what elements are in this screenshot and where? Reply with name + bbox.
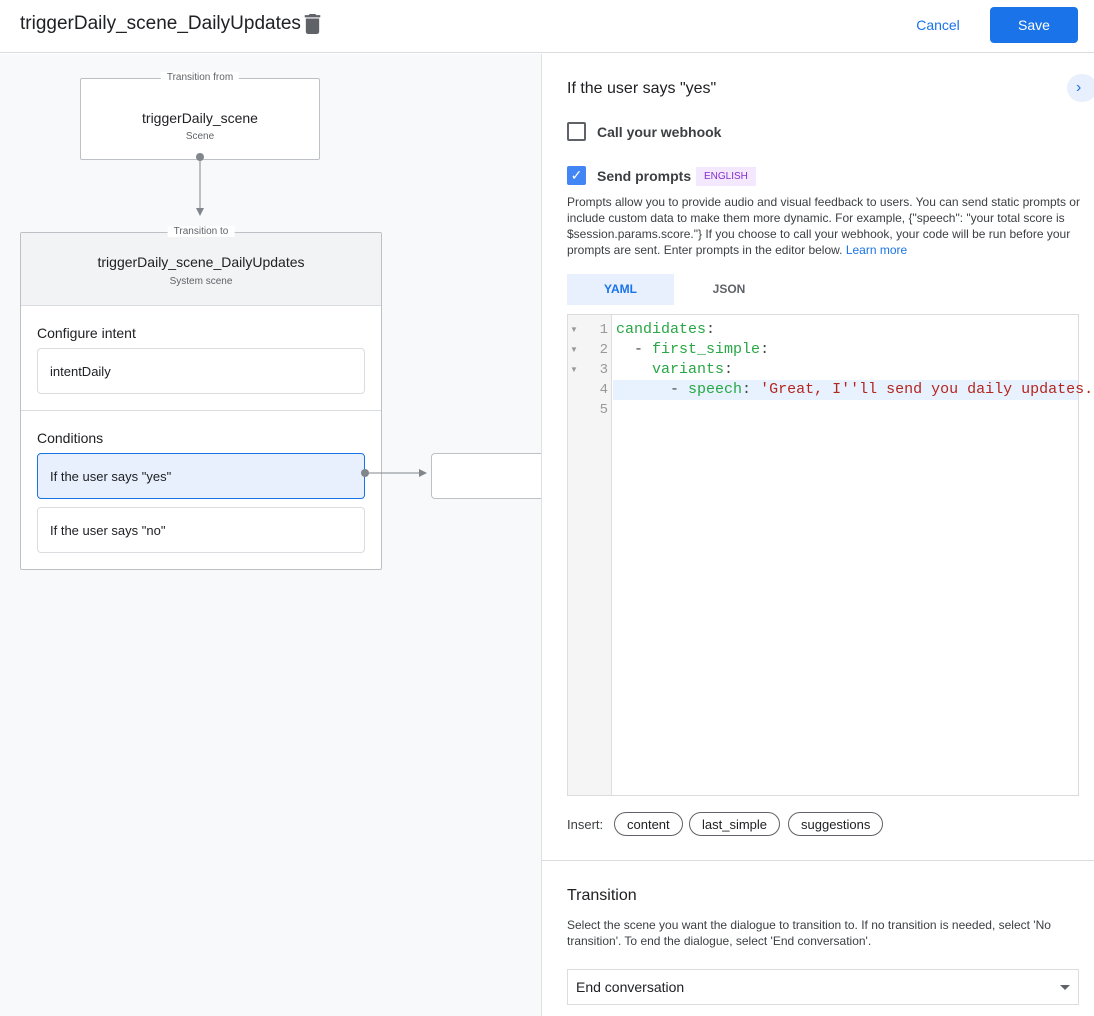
description-text: Prompts allow you to provide audio and v… (567, 195, 1080, 257)
selected-value: End conversation (576, 979, 685, 995)
webhook-checkbox[interactable] (567, 122, 586, 141)
learn-more-link[interactable]: Learn more (845, 243, 908, 257)
save-button[interactable]: Save (990, 7, 1078, 43)
fold-icons[interactable]: ▼▼▼ (570, 325, 578, 374)
code-line: - first_simple: (634, 341, 770, 358)
transition-from-node[interactable]: triggerDaily_scene Scene (80, 78, 320, 160)
details-panel: › If the user says "yes" Call your webho… (541, 54, 1094, 1016)
condition-no[interactable]: If the user says "no" (37, 507, 365, 553)
insert-chip-suggestions[interactable]: suggestions (788, 812, 884, 836)
connector-arrow (196, 153, 204, 216)
insert-chip-content[interactable]: content (614, 812, 683, 836)
scene-header[interactable]: triggerDaily_scene_DailyUpdates System s… (21, 233, 381, 306)
cancel-button[interactable]: Cancel (900, 8, 976, 42)
insert-label: Insert: (567, 817, 604, 832)
send-prompts-label: Send prompts (597, 168, 692, 184)
language-badge: ENGLISH (696, 167, 756, 186)
panel-title: If the user says "yes" (567, 80, 717, 97)
webhook-label: Call your webhook (597, 124, 722, 140)
to-scene-name: triggerDaily_scene_DailyUpdates (97, 254, 305, 270)
page-title: triggerDaily_scene_DailyUpdates (20, 13, 301, 34)
flow-canvas[interactable]: triggerDaily_scene Scene Transition from… (0, 54, 546, 1016)
transition-heading: Transition (567, 887, 637, 904)
from-scene-name: triggerDaily_scene (142, 110, 258, 126)
transition-to-node: triggerDaily_scene_DailyUpdates System s… (20, 232, 382, 570)
top-bar: triggerDaily_scene_DailyUpdates Cancel S… (0, 0, 1094, 53)
transition-to-label: Transition to (167, 226, 235, 237)
tab-json[interactable]: JSON (712, 282, 746, 296)
prompts-description: Prompts allow you to provide audio and v… (567, 194, 1082, 258)
target-scene-node[interactable] (431, 453, 546, 499)
divider (21, 410, 381, 411)
active-line-highlight (613, 380, 1078, 400)
from-scene-type: Scene (185, 131, 215, 142)
code-line: - speech: 'Great, I''ll send you daily u… (670, 381, 1094, 398)
code-line: candidates: (616, 321, 716, 338)
configure-intent-heading: Configure intent (37, 325, 136, 341)
transition-select[interactable]: End conversation (567, 969, 1079, 1005)
to-scene-type: System scene (169, 276, 233, 287)
delete-icon[interactable] (304, 14, 321, 34)
divider (542, 860, 1094, 861)
conditions-heading: Conditions (37, 430, 104, 446)
transition-from-label: Transition from (160, 72, 240, 83)
intent-item[interactable]: intentDaily (37, 348, 365, 394)
tab-yaml[interactable]: YAML (567, 274, 674, 305)
condition-yes[interactable]: If the user says "yes" (37, 453, 365, 499)
insert-chip-last-simple[interactable]: last_simple (689, 812, 781, 836)
code-lines: candidates: - first_simple: variants: - … (616, 320, 1093, 400)
transition-description: Select the scene you want the dialogue t… (567, 918, 1051, 948)
code-line: variants: (652, 361, 734, 378)
send-prompts-checkbox[interactable]: ✓ (567, 166, 586, 185)
dropdown-arrow-icon (1060, 985, 1070, 990)
condition-connector (361, 469, 427, 477)
chevron-right-icon[interactable]: › (1067, 74, 1094, 102)
